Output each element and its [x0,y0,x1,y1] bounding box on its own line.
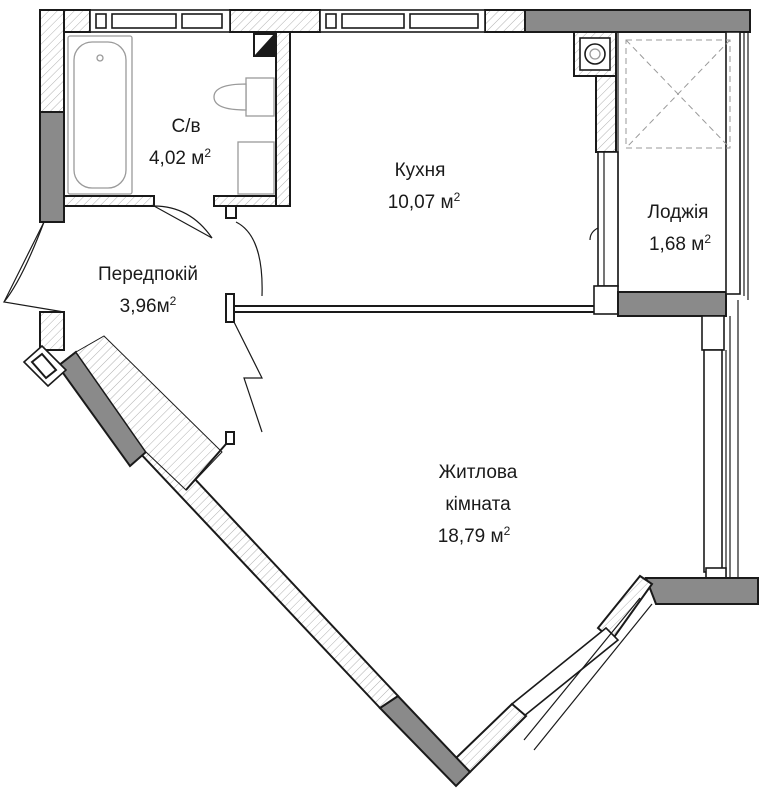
stair-hatch [75,335,227,491]
hallway-label: Передпокій 3,96м2 [98,264,198,317]
shaft-icon [253,33,275,57]
bathtub-fixture [67,35,133,195]
entrance-door [2,221,65,313]
hallway-name: Передпокій [98,264,198,285]
bathroom-walls [63,31,291,219]
hall-partition [225,221,600,445]
loggia-void-icon [625,39,731,149]
kitchen-name: Кухня [395,160,446,181]
top-windows [89,9,486,33]
loggia-walls [593,31,749,351]
toilet-fixture [213,77,275,117]
bathroom-door [153,205,213,239]
bathroom-name: С/в [171,116,200,137]
hallway-area: 3,96м2 [120,294,177,317]
living-name-line1: Житлова [439,462,518,483]
loggia-name: Лоджія [648,202,709,223]
diagonal-exterior-wall [22,344,400,710]
living-name-line2: кімната [445,494,511,515]
left-wall [39,9,65,351]
diagonal-window-right [454,597,653,774]
lower-right-wall [596,574,759,642]
living-room-label: Житлова кімната 18,79 м2 [438,462,518,547]
bathroom-area: 4,02 м2 [149,146,211,169]
vent-shaft-icon [573,31,617,153]
kitchen-area: 10,07 м2 [388,190,461,213]
living-area: 18,79 м2 [438,524,511,547]
bottom-vertex-wall [378,694,472,788]
loggia-area: 1,68 м2 [649,232,711,255]
loggia-door [589,227,599,241]
bathroom-label: С/в 4,02 м2 [149,116,211,169]
living-right-window [703,300,739,580]
loggia-label: Лоджія 1,68 м2 [648,202,712,255]
kitchen-label: Кухня 10,07 м2 [388,160,461,213]
sink-fixture [237,141,275,195]
